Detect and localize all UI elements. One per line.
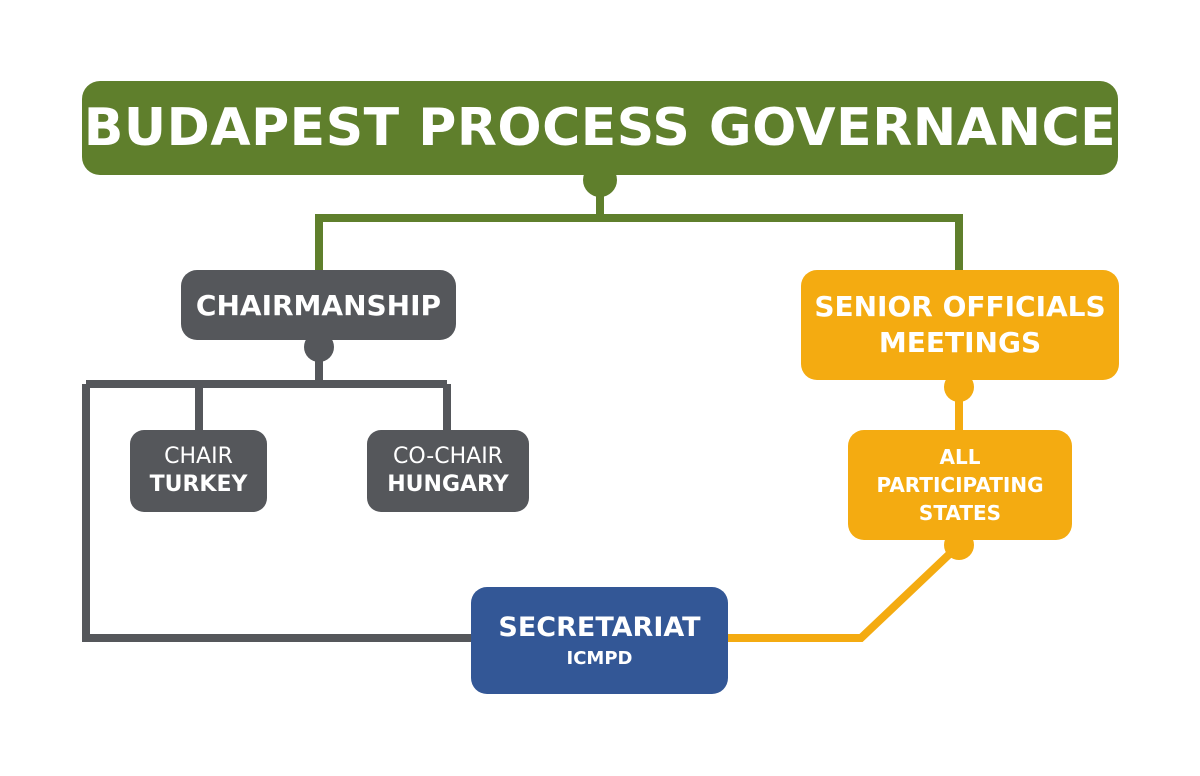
chair-role: CHAIR <box>164 444 233 469</box>
chairmanship-box: CHAIRMANSHIP <box>181 270 456 340</box>
all-states-line1: ALL <box>939 445 981 469</box>
senior-officials-line1: SENIOR OFFICIALS <box>814 290 1106 323</box>
green-connectors <box>315 170 963 272</box>
title-box: BUDAPEST PROCESS GOVERNANCE <box>82 81 1118 175</box>
co-chair-role: CO-CHAIR <box>393 444 503 469</box>
chair-box: CHAIR TURKEY <box>130 430 267 512</box>
all-states-line3: STATES <box>918 501 1002 525</box>
co-chair-country: HUNGARY <box>387 472 509 497</box>
senior-officials-box: SENIOR OFFICIALS MEETINGS <box>801 270 1119 380</box>
senior-officials-line2: MEETINGS <box>878 326 1042 359</box>
secretariat-org: ICMPD <box>566 647 633 669</box>
secretariat-box: SECRETARIAT ICMPD <box>471 587 728 694</box>
diagram-title: BUDAPEST PROCESS GOVERNANCE <box>83 98 1117 158</box>
all-states-line2: PARTICIPATING <box>876 473 1044 497</box>
all-states-box: ALL PARTICIPATING STATES <box>848 430 1072 540</box>
chairmanship-label: CHAIRMANSHIP <box>195 288 442 322</box>
co-chair-box: CO-CHAIR HUNGARY <box>367 430 529 512</box>
chair-country: TURKEY <box>149 472 248 497</box>
secretariat-label: SECRETARIAT <box>498 611 701 643</box>
